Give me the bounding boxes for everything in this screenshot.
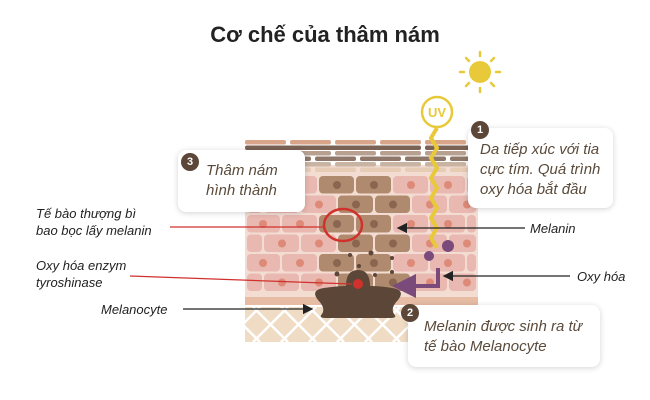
melanocyte-cell [315,270,401,318]
skin-layer-strip [335,151,376,156]
skin-layer-strip [245,145,341,150]
skin-layer-strip [425,162,466,167]
step-1-badge: 1 [471,121,489,139]
cell-nucleus [333,181,341,189]
skin-layer-strip [380,151,421,156]
step-1-line: Da tiếp xúc với tia [480,141,600,158]
oxidation-particles [424,240,454,261]
cell-nucleus [278,278,286,287]
skin-layer-strip [245,140,286,145]
cell-nucleus [444,181,452,189]
cell-nucleus [389,278,397,287]
cell-nucleus [333,259,341,267]
step-2-line: Melanin được sinh ra từ [424,318,583,335]
cell-nucleus [315,200,323,209]
enzyme-line [129,275,353,285]
tyrosinase-dot [353,279,363,289]
cell-nucleus [444,259,452,267]
cell-nucleus [407,259,415,267]
step-2-badge: 2 [401,304,419,322]
skin-layer-strip [360,156,401,161]
epidermal-cell [247,234,262,252]
epidermal-cell [449,234,476,252]
enzyme-label: Oxy hóa enzym tyroshinase [36,257,126,291]
epidermal-cell [467,215,476,233]
skin-layer-strip [405,156,446,161]
epidermal-cells-label: Tế bào thượng bì bao bọc lấy melanin [36,205,152,239]
step-2-callout: Melanin được sinh ra từ tế bào Melanocyt… [408,305,600,367]
epidermal-cell [247,273,262,291]
cell-nucleus [278,239,286,248]
melanocyte-label: Melanocyte [101,302,168,317]
uv-badge [420,95,454,129]
label-line: Tế bào thượng bì [36,206,136,221]
skin-layer-strip [360,167,401,172]
skin-layer-strip [325,145,421,150]
skin-layer-strip [335,162,376,167]
epidermal-cells [247,176,476,291]
skin-layer-strip [335,140,376,145]
step-3-line: Thâm nám [206,162,278,179]
label-line: tyroshinase [36,275,103,290]
melanin-granules [334,250,394,277]
cell-nucleus [370,259,378,267]
cell-nucleus [389,200,397,209]
skin-layer-strip [405,167,446,172]
cell-nucleus [463,239,471,248]
cell-nucleus [407,220,415,228]
cell-nucleus [296,259,304,267]
cell-nucleus [370,181,378,189]
diagram-title: Cơ chế của thâm nám [210,22,440,47]
oxidation-label: Oxy hóa [577,269,626,284]
cell-nucleus [407,181,415,189]
cell-nucleus [333,220,341,228]
epidermal-cell [467,254,476,272]
skin-layer-strip [315,167,356,172]
step-2-line: tế bào Melanocyte [424,338,547,355]
purple-arrow [392,268,440,298]
skin-layer-strip [380,140,421,145]
cell-nucleus [352,200,360,209]
sun-icon [458,50,502,94]
label-line: bao bọc lấy melanin [36,223,152,238]
skin-layer-strip [380,162,421,167]
step-3-callout: Thâm nám hình thành [178,150,305,212]
cell-nucleus [463,278,471,287]
cell-nucleus [296,220,304,228]
melanin-label: Melanin [530,221,576,236]
cell-nucleus [444,220,452,228]
cell-nucleus [259,259,267,267]
uv-label: UV [428,105,446,120]
cell-nucleus [315,239,323,248]
step-3-badge: 3 [181,153,199,171]
step-1-line: cực tím. Quá trình [480,161,601,178]
skin-layer-strip [290,140,331,145]
step-1-line: oxy hóa bắt đầu [480,181,587,198]
cell-nucleus [370,220,378,228]
label-line: Oxy hóa enzym [36,258,127,273]
epidermal-cell [449,273,476,291]
cell-nucleus [259,220,267,228]
cell-nucleus [389,239,397,248]
cell-nucleus [352,239,360,248]
step-3-line: hình thành [206,182,277,199]
skin-layer-strip [315,156,356,161]
step-1-callout: Da tiếp xúc với tia cực tím. Quá trình o… [468,128,613,208]
highlight-circle [322,207,364,243]
